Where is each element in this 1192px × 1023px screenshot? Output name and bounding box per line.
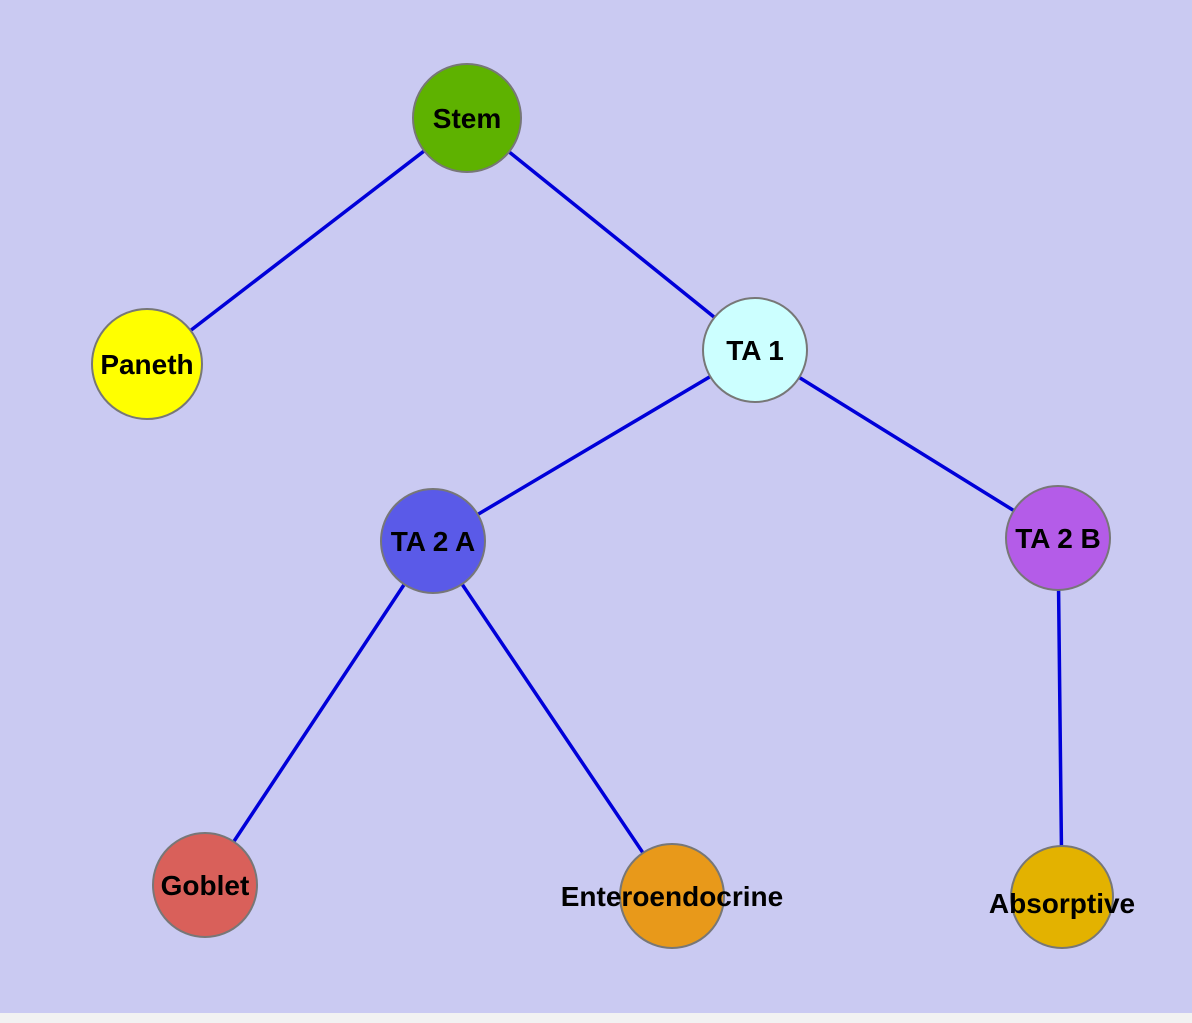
node-goblet-label: Goblet	[161, 870, 250, 901]
node-ta2a: TA 2 A	[380, 488, 486, 594]
node-ta2a-circle	[380, 488, 486, 594]
node-paneth-circle	[91, 308, 203, 420]
node-ta2b-circle	[1005, 485, 1111, 591]
node-stem-circle	[412, 63, 522, 173]
node-ta2b-label: TA 2 B	[1015, 523, 1101, 554]
edge-ta2a-goblet	[203, 539, 435, 887]
edge-ta1-ta2b	[753, 348, 1060, 540]
edge-group	[145, 116, 1064, 899]
node-ta2a-label: TA 2 A	[391, 526, 476, 557]
node-stem: Stem	[412, 63, 522, 173]
node-enteroendocrine: Enteroendocrine	[561, 843, 783, 949]
edge-stem-ta1	[465, 116, 757, 352]
node-goblet: Goblet	[152, 832, 258, 938]
node-goblet-circle	[152, 832, 258, 938]
edge-ta1-ta2a	[431, 348, 757, 543]
node-enteroendocrine-label: Enteroendocrine	[561, 881, 783, 912]
node-stem-label: Stem	[433, 103, 501, 134]
bottom-margin	[0, 1013, 1192, 1023]
edge-stem-paneth	[145, 116, 469, 366]
edge-ta2a-enteroendocrine	[431, 539, 674, 898]
node-paneth-label: Paneth	[100, 349, 193, 380]
node-absorptive-label: Absorptive	[989, 888, 1135, 919]
node-ta2b: TA 2 B	[1005, 485, 1111, 591]
node-ta1-circle	[702, 297, 808, 403]
node-paneth: Paneth	[91, 308, 203, 420]
node-absorptive: Absorptive	[989, 845, 1135, 949]
node-ta1: TA 1	[702, 297, 808, 403]
node-absorptive-circle	[1010, 845, 1114, 949]
node-enteroendocrine-circle	[619, 843, 725, 949]
edge-ta2b-absorptive	[1056, 536, 1064, 899]
node-ta1-label: TA 1	[726, 335, 784, 366]
